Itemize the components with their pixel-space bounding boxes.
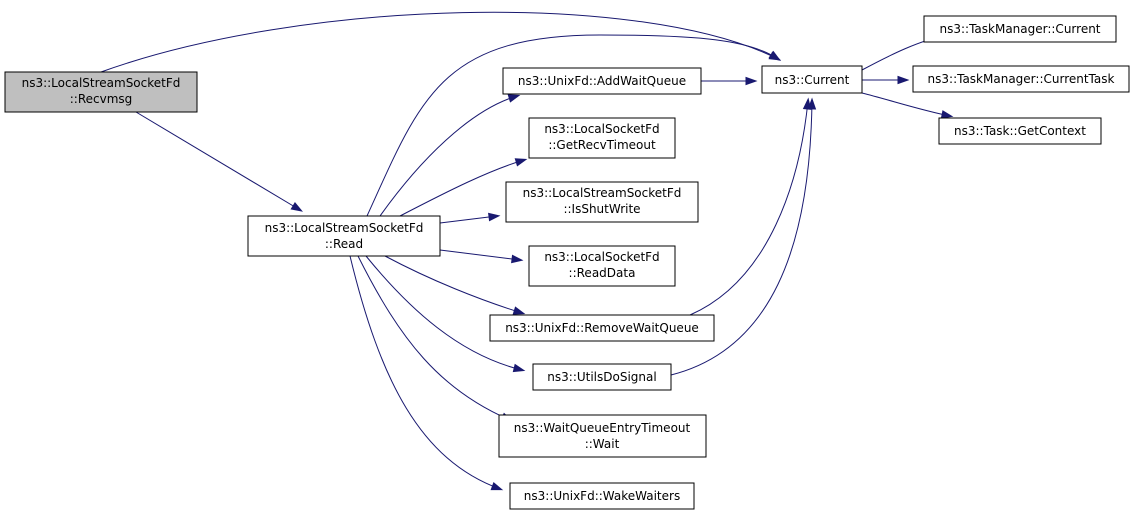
edge-read-to-removewaitqueue (384, 255, 526, 315)
edge-recvmsg-to-current (100, 11, 782, 73)
edge-line (861, 92, 951, 117)
node-getrecvtimeout[interactable]: ns3::LocalSocketFd ::GetRecvTimeout (528, 117, 676, 159)
edge-line (689, 100, 809, 316)
edge-utilsdosignal-to-current (670, 97, 817, 376)
edge-line (399, 159, 525, 217)
node-readdata-line-2: ::ReadData (569, 266, 636, 280)
edge-recvmsg-to-read (135, 111, 303, 212)
edge-read-to-wakewaiters (349, 255, 504, 491)
edge-line (439, 249, 521, 261)
node-addwaitqueue[interactable]: ns3::UnixFd::AddWaitQueue (502, 67, 702, 95)
node-isshutwrite-line-2: ::IsShutWrite (563, 202, 640, 216)
edge-current-to-getcontext (861, 92, 954, 119)
edge-line (365, 255, 523, 371)
nodes-layer: ns3::LocalStreamSocketFd ::Recvmsg ns3::… (4, 15, 1130, 510)
arrowhead-icon (745, 76, 758, 86)
arrowhead-icon (940, 110, 954, 119)
node-removewaitqueue-line-1: ns3::UnixFd::RemoveWaitQueue (505, 321, 699, 335)
arrowhead-icon (507, 94, 521, 103)
edge-line (135, 111, 301, 211)
node-tm-currenttask-line-1: ns3::TaskManager::CurrentTask (928, 72, 1115, 86)
node-getcontext-line-1: ns3::Task::GetContext (954, 124, 1086, 138)
node-wait[interactable]: ns3::WaitQueueEntryTimeout ::Wait (498, 414, 707, 458)
edge-read-to-readdata (439, 249, 524, 264)
node-readdata[interactable]: ns3::LocalSocketFd ::ReadData (528, 245, 676, 287)
node-wait-line-1: ns3::WaitQueueEntryTimeout (514, 421, 691, 435)
edge-read-to-isshutwrite (439, 212, 501, 224)
edge-current-to-tm_currenttask (862, 75, 910, 85)
edge-read-to-getrecvtimeout (399, 158, 528, 217)
edge-line (357, 255, 511, 421)
edge-line (349, 255, 501, 490)
node-recvmsg[interactable]: ns3::LocalStreamSocketFd ::Recvmsg (4, 71, 198, 113)
node-wakewaiters-line-1: ns3::UnixFd::WakeWaiters (524, 489, 680, 503)
edge-line (100, 11, 779, 73)
node-recvmsg-line-2: ::Recvmsg (70, 92, 133, 106)
node-getrecvtimeout-line-2: ::GetRecvTimeout (548, 138, 656, 152)
node-wait-line-2: ::Wait (585, 437, 620, 451)
arrowhead-icon (290, 201, 303, 212)
arrowhead-icon (514, 158, 528, 167)
edges-layer (100, 11, 954, 491)
node-read[interactable]: ns3::LocalStreamSocketFd ::Read (247, 215, 441, 257)
edge-line (670, 100, 813, 376)
arrowhead-icon (897, 75, 910, 85)
node-tm-current[interactable]: ns3::TaskManager::Current (923, 15, 1117, 43)
edge-line (384, 255, 523, 314)
node-isshutwrite[interactable]: ns3::LocalStreamSocketFd ::IsShutWrite (505, 181, 699, 223)
node-utilsdosignal[interactable]: ns3::UtilsDoSignal (532, 363, 672, 391)
arrowhead-icon (490, 482, 504, 491)
node-wakewaiters[interactable]: ns3::UnixFd::WakeWaiters (509, 482, 695, 510)
node-current[interactable]: ns3::Current (761, 65, 863, 94)
arrowhead-icon (488, 212, 501, 222)
node-recvmsg-line-1: ns3::LocalStreamSocketFd (22, 76, 181, 90)
edge-addwaitqueue-to-current (701, 76, 758, 86)
node-readdata-line-1: ns3::LocalSocketFd (544, 250, 659, 264)
edge-line (366, 34, 779, 217)
node-tm-current-line-1: ns3::TaskManager::Current (939, 22, 1100, 36)
edge-removewaitqueue-to-current (689, 97, 812, 316)
node-getrecvtimeout-line-1: ns3::LocalSocketFd (544, 122, 659, 136)
arrowhead-icon (512, 363, 526, 373)
edge-line (379, 95, 518, 217)
node-tm-currenttask[interactable]: ns3::TaskManager::CurrentTask (912, 65, 1130, 93)
node-getcontext[interactable]: ns3::Task::GetContext (938, 117, 1102, 145)
edge-line (439, 215, 498, 224)
arrowhead-icon (768, 50, 781, 61)
node-isshutwrite-line-1: ns3::LocalStreamSocketFd (523, 186, 682, 200)
node-utilsdosignal-line-1: ns3::UtilsDoSignal (547, 370, 656, 384)
arrowhead-icon (807, 97, 817, 110)
node-addwaitqueue-line-1: ns3::UnixFd::AddWaitQueue (518, 74, 686, 88)
node-removewaitqueue[interactable]: ns3::UnixFd::RemoveWaitQueue (489, 314, 715, 342)
node-current-line-1: ns3::Current (775, 73, 850, 87)
node-read-line-1: ns3::LocalStreamSocketFd (265, 221, 424, 235)
edge-read-to-addwaitqueue (379, 94, 521, 217)
arrowhead-icon (512, 306, 526, 315)
node-read-line-2: ::Read (325, 237, 363, 251)
edge-read-to-current (366, 34, 781, 217)
edge-read-to-utilsdosignal (365, 255, 526, 373)
arrowhead-icon (511, 254, 524, 264)
